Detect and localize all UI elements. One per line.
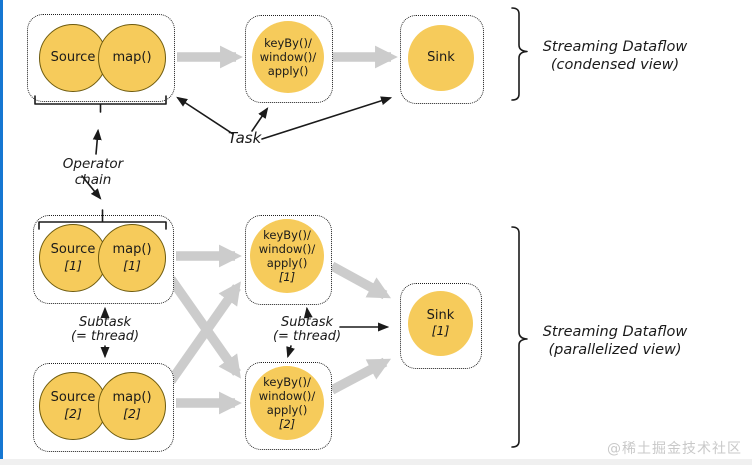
- node-source1-label: Source: [50, 242, 96, 258]
- parallelized-caption-line2: (parallelized view): [548, 342, 682, 359]
- parallelized-view-brace: [511, 226, 528, 448]
- node-map: map(): [98, 24, 166, 92]
- node-keyby2-line2: window()/: [258, 388, 316, 403]
- condensed-view-caption: Streaming Dataflow (condensed view): [535, 38, 695, 74]
- bottom-edge-strip: [0, 459, 752, 465]
- subtask-left-label: Subtask (= thread): [60, 315, 150, 345]
- left-accent-bar: [0, 0, 3, 465]
- node-keyby1-line2: window()/: [258, 241, 316, 256]
- node-source1: Source [1]: [39, 224, 107, 292]
- node-sink1: Sink [1]: [408, 291, 473, 356]
- node-source2-label: Source: [50, 390, 96, 406]
- node-map2: map() [2]: [98, 372, 166, 440]
- subtask-right-line2: (= thread): [272, 329, 342, 345]
- task-label: Task: [228, 129, 262, 147]
- task-pointer-to-sink: [261, 96, 393, 140]
- node-source1-index: [1]: [64, 257, 82, 273]
- node-source: Source: [39, 24, 107, 92]
- node-map2-label: map(): [112, 390, 152, 406]
- condensed-caption-line2: (condensed view): [550, 57, 680, 74]
- node-keyby: keyBy()/ window()/ apply(): [252, 21, 324, 93]
- node-sink: Sink: [408, 25, 474, 91]
- node-source2-index: [2]: [64, 405, 82, 421]
- node-map1-index: [1]: [123, 257, 141, 273]
- flow-keyby1-to-sink1: [329, 261, 392, 300]
- task-pointer-to-keyby: [251, 107, 269, 132]
- node-keyby2: keyBy()/ window()/ apply() [2]: [250, 366, 324, 440]
- condensed-view-brace: [511, 7, 528, 101]
- node-keyby2-index: [2]: [278, 417, 296, 432]
- node-keyby1-line1: keyBy()/: [263, 227, 311, 242]
- node-keyby2-line3: apply(): [266, 403, 308, 417]
- node-keyby2-line1: keyBy()/: [263, 374, 311, 389]
- node-sink1-label: Sink: [426, 307, 455, 323]
- operator-chain-pointer-up: [92, 128, 102, 155]
- node-keyby-line3: apply(): [267, 64, 309, 78]
- node-map1-label: map(): [112, 242, 152, 258]
- node-sink1-index: [1]: [431, 323, 450, 339]
- operator-chain-label: Operator chain: [62, 156, 124, 188]
- condensed-caption-line1: Streaming Dataflow: [542, 39, 688, 55]
- parallelized-view-caption: Streaming Dataflow (parallelized view): [535, 323, 695, 359]
- subtask-right-pointer-down: [286, 345, 295, 359]
- flow-src1-to-keyby2: [167, 276, 241, 379]
- site-watermark: @稀土掘金技术社区: [607, 441, 742, 457]
- flow-keyby2-to-sink1: [329, 357, 392, 395]
- node-map-label: map(): [112, 50, 152, 66]
- node-map2-index: [2]: [123, 405, 141, 421]
- node-source2: Source [2]: [39, 372, 107, 440]
- node-keyby1-line3: apply(): [266, 256, 308, 270]
- subtask-left-line1: Subtask: [78, 315, 132, 330]
- node-keyby-line2: window()/: [259, 49, 317, 64]
- node-sink-label: Sink: [427, 50, 455, 66]
- subtask-right-line1: Subtask: [280, 315, 334, 330]
- node-keyby1: keyBy()/ window()/ apply() [1]: [250, 219, 324, 293]
- flow-src2-to-keyby1: [167, 281, 241, 384]
- parallelized-caption-line1: Streaming Dataflow: [542, 324, 688, 340]
- node-map1: map() [1]: [98, 224, 166, 292]
- node-source-label: Source: [50, 50, 96, 66]
- subtask-right-label: Subtask (= thread): [262, 315, 352, 345]
- task-pointer-to-chain: [176, 96, 234, 135]
- node-keyby-line1: keyBy()/: [264, 35, 312, 50]
- node-keyby1-index: [1]: [278, 270, 296, 285]
- subtask-left-line2: (= thread): [70, 329, 140, 345]
